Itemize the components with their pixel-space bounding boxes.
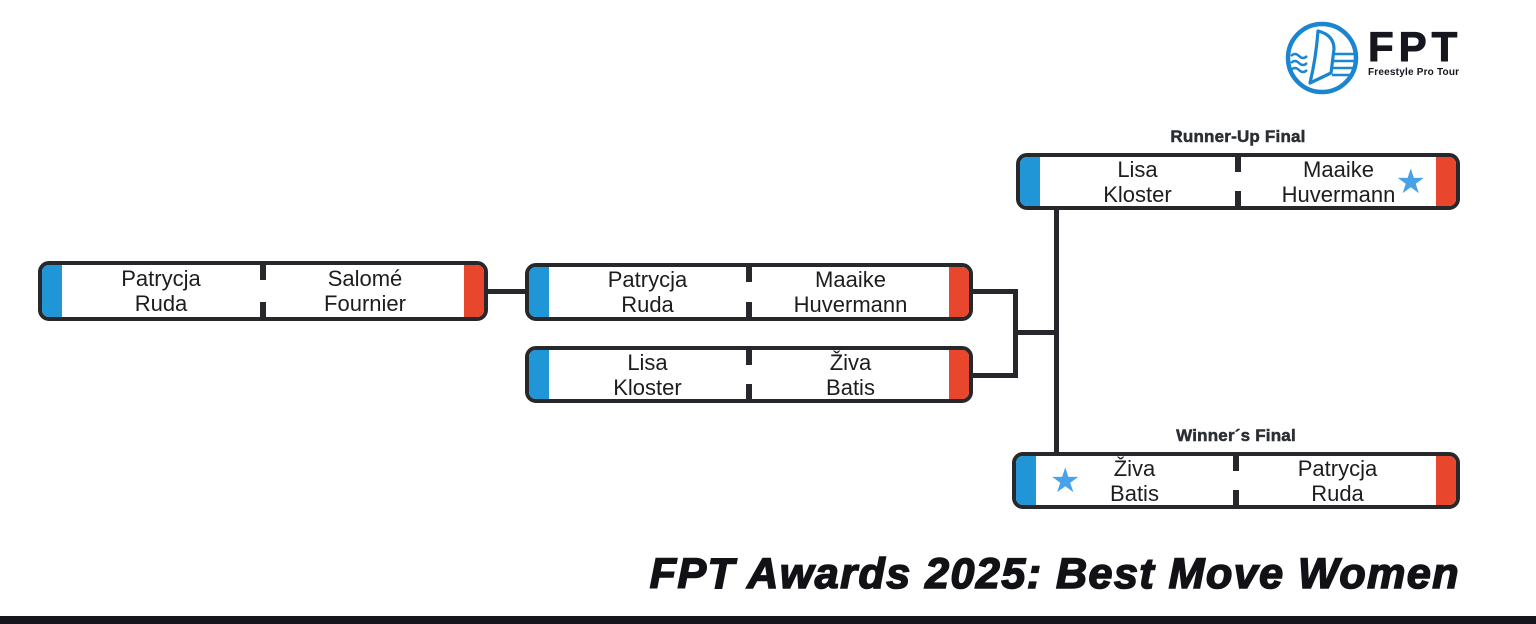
placeholder-square [186,552,228,575]
player-last-name: Fournier [324,291,406,316]
player-last-name: Ruda [134,291,188,316]
match-round-1: Patrycja Ruda Salomé Fournier [38,261,488,321]
connector-finals-vertical [1054,206,1059,456]
player-first-name: Živa [1113,455,1156,481]
blue-stripe [529,350,549,399]
player-first-name: Živa [829,349,872,375]
player-last-name: Batis [1110,480,1159,506]
player-cell: Patrycja Ruda [62,265,260,317]
player-first-name: Patrycja [607,267,688,292]
player-last-name: Ruda [1311,480,1364,506]
placeholder-square [4,547,48,586]
placeholder-square [4,465,48,504]
fpt-logo: FPT Freestyle Pro Tour [1283,18,1462,96]
placeholder-square [4,83,48,122]
player-last-name: Batis [826,374,875,400]
player-last-name: Huvermann [1281,181,1396,207]
placeholder-square [186,88,228,112]
player-last-name: Kloster [613,374,682,400]
red-stripe [1436,157,1456,206]
red-stripe [464,265,484,317]
connector-merge-to-finals [1016,330,1059,335]
placeholder-square [186,172,228,195]
logo-subtitle: Freestyle Pro Tour [1368,67,1460,78]
player-cell winner-cell: Živa Batis ★ [1036,456,1233,505]
red-stripe [949,267,969,317]
match-divider [746,350,752,399]
placeholder-square [367,547,411,586]
player-last-name: Huvermann [793,292,908,317]
player-last-name: Kloster [1103,181,1172,207]
player-first-name: Lisa [627,349,668,375]
player-first-name: Maaike [1303,156,1374,182]
runner-up-final-label: Runner-Up Final [1170,127,1306,147]
player-cell: Maaike Huvermann [752,267,949,317]
connector-semi-bottom-stub [971,373,1018,378]
player-first-name: Patrycja [121,266,201,291]
match-divider [1233,456,1239,505]
red-stripe [949,350,969,399]
player-first-name: Salomé [327,266,403,291]
bottom-bar [0,616,1536,624]
connector-semi-merge-vertical [1013,289,1018,378]
red-stripe [1436,456,1456,505]
player-cell: Patrycja Ruda [1239,456,1436,505]
windsurf-sail-icon [1285,21,1359,95]
player-first-name: Lisa [1117,156,1158,182]
placeholder-square [186,471,228,494]
blue-stripe [42,265,62,317]
player-cell: Lisa Kloster [1040,157,1235,206]
match-divider [260,265,266,317]
page-title: FPT Awards 2025: Best Move Women [649,549,1460,599]
winner-star-icon: ★ [1395,162,1426,201]
match-semifinal-bottom: Lisa Kloster Živa Batis [525,346,973,403]
player-first-name: Maaike [815,267,886,292]
connector-semi-top-stub [971,289,1018,294]
player-cell: Patrycja Ruda [549,267,746,317]
player-cell: Živa Batis [752,350,949,399]
blue-stripe [1020,157,1040,206]
player-cell winner-cell: Maaike Huvermann ★ [1241,157,1436,206]
match-divider [746,267,752,317]
match-divider [1235,157,1241,206]
blue-stripe [1016,456,1036,505]
player-last-name: Ruda [621,292,674,317]
placeholder-square [367,83,411,122]
placeholder-square [367,465,411,504]
winner-star-icon: ★ [1050,461,1081,500]
logo-abbr: FPT [1367,23,1463,70]
winners-final-label: Winner´s Final [1176,426,1296,446]
player-cell: Salomé Fournier [266,265,464,317]
match-runner-up-final: Lisa Kloster Maaike Huvermann ★ [1016,153,1460,210]
connector-round1-to-semi [486,289,527,294]
match-semifinal-top: Patrycja Ruda Maaike Huvermann [525,263,973,321]
blue-stripe [529,267,549,317]
player-first-name: Patrycja [1297,455,1378,481]
placeholder-square [4,166,48,205]
match-winners-final: Živa Batis ★ Patrycja Ruda [1012,452,1460,509]
placeholder-square [367,166,411,205]
player-cell: Lisa Kloster [549,350,746,399]
